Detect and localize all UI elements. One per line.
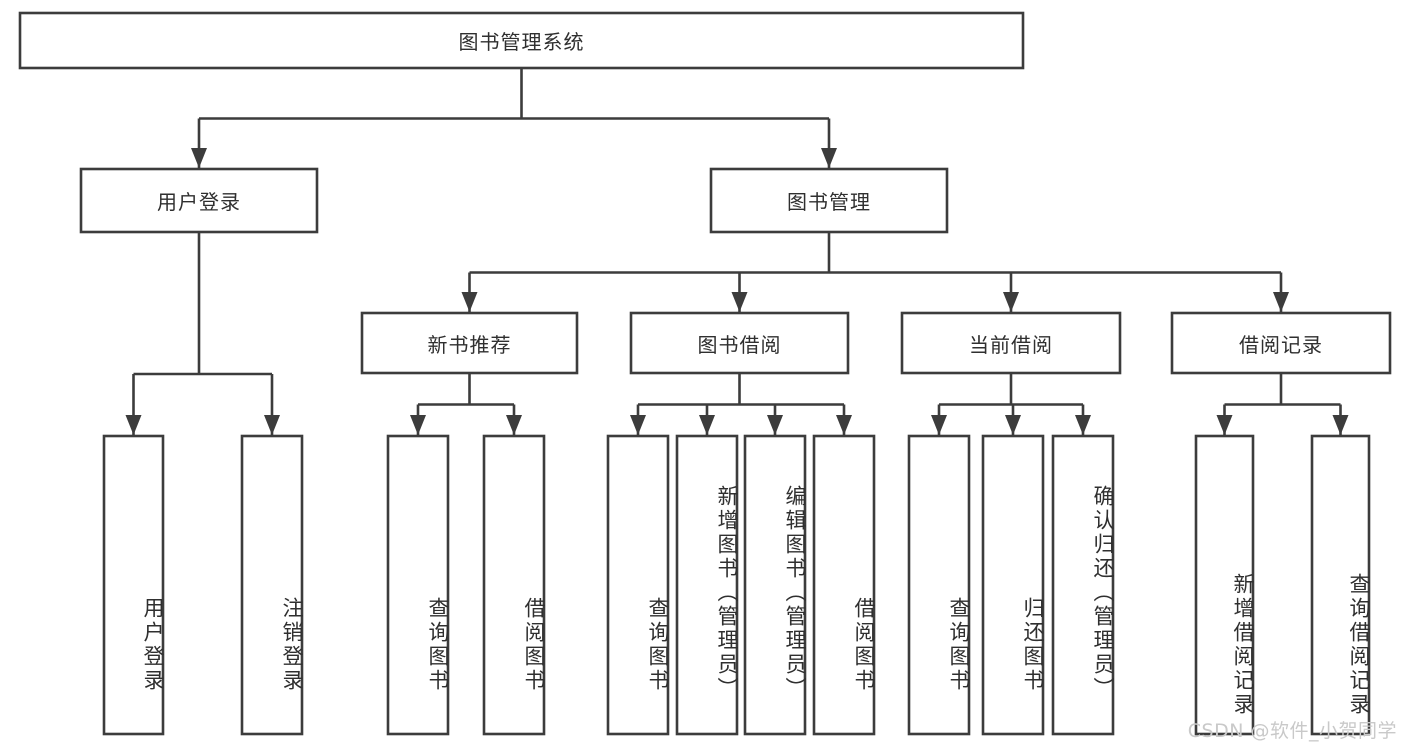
- node-leaf-5[interactable]: [675, 434, 739, 736]
- edge-user-login-to-login-arrowhead: [125, 415, 142, 435]
- watermark-text: CSDN @软件_小贺同学: [1187, 720, 1397, 742]
- edge-recommend-to-borrow-book-arrowhead: [506, 415, 522, 435]
- edge-book-management-to-borrow-record-arrowhead: [1273, 292, 1289, 312]
- box-layer: [18, 11, 1392, 736]
- node-l3-3[interactable]: [1170, 311, 1392, 375]
- node-leaf-8[interactable]: [907, 434, 971, 736]
- node-leaf-6[interactable]: [743, 434, 807, 736]
- node-l3-2[interactable]: [900, 311, 1122, 375]
- node-leaf-9[interactable]: [981, 434, 1045, 736]
- edge-record-to-add-record-arrowhead: [1216, 415, 1233, 435]
- edge-book-management-to-new-book-recommend-arrowhead: [461, 292, 478, 312]
- node-leaf-12[interactable]: [1310, 434, 1371, 736]
- edge-book-management-to-current-borrow-arrowhead: [1003, 292, 1019, 312]
- node-leaf-11[interactable]: [1194, 434, 1255, 736]
- node-l3-1[interactable]: [629, 311, 850, 375]
- edge-current-to-query-book-arrowhead: [931, 415, 947, 435]
- node-root[interactable]: [18, 11, 1025, 70]
- edge-borrow-to-query-book-arrowhead: [630, 415, 646, 435]
- node-leaf-10[interactable]: [1051, 434, 1115, 736]
- node-l3-0[interactable]: [360, 311, 579, 375]
- edge-current-to-confirm-return-arrowhead: [1075, 415, 1091, 435]
- edge-borrow-to-borrow-book-arrowhead: [836, 415, 852, 435]
- edge-root-to-user-login-arrowhead: [191, 148, 207, 168]
- edge-recommend-to-query-book-arrowhead: [410, 415, 426, 435]
- node-leaf-4[interactable]: [606, 434, 670, 736]
- edge-record-to-query-record-arrowhead: [1332, 415, 1349, 435]
- node-l2-0[interactable]: [79, 167, 319, 234]
- edge-layer: [125, 68, 1349, 435]
- node-l2-1[interactable]: [709, 167, 949, 234]
- node-leaf-3[interactable]: [482, 434, 546, 736]
- node-leaf-7[interactable]: [812, 434, 876, 736]
- edge-borrow-to-edit-book-arrowhead: [767, 415, 783, 435]
- edge-borrow-to-add-book-arrowhead: [699, 415, 715, 435]
- node-leaf-0[interactable]: [102, 434, 165, 736]
- edge-book-management-to-book-borrow-arrowhead: [731, 292, 748, 312]
- node-leaf-1[interactable]: [240, 434, 304, 736]
- edge-current-to-return-book-arrowhead: [1005, 415, 1021, 435]
- node-leaf-2[interactable]: [386, 434, 450, 736]
- edge-root-to-book-management-arrowhead: [821, 148, 837, 168]
- edge-user-login-to-logout-arrowhead: [264, 415, 280, 435]
